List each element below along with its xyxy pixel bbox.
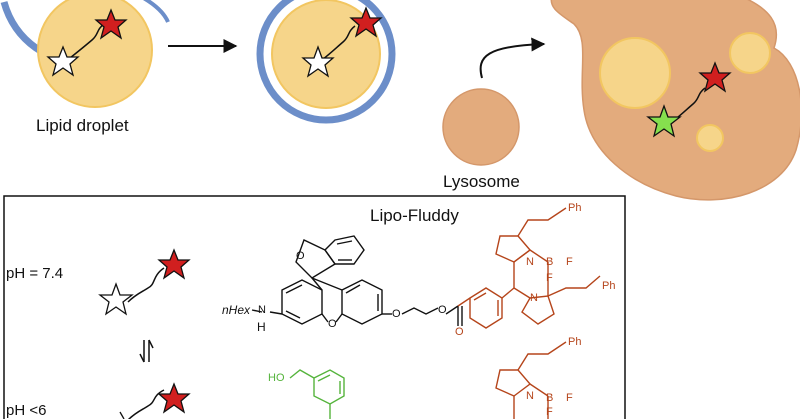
bodipy-scaffold [457,207,601,329]
ph-neutral-label: pH = 7.4 [6,265,64,282]
ph-acidic-label: pH <6 [6,402,47,419]
atom-bodipy-n1: N [526,256,534,268]
lysosome [442,88,520,166]
rhodol-scaffold [251,235,463,326]
droplet-inner-medium [729,32,771,74]
red-star-icon [94,8,128,40]
atom-xanthene-oxygen: O [328,318,337,330]
droplet-inner-small [696,124,724,152]
atom-phenyl-top: Ph [568,202,582,214]
red-star-icon [157,382,191,414]
pyrrole-top-open [495,369,532,397]
probe-linker [671,87,706,123]
atom-bodipy-f-open: F [566,392,573,404]
atom-carbonyl-oxygen: O [455,326,464,338]
white-star-icon [98,282,134,316]
lipid-droplet [37,0,153,108]
nhex-label: nHex [222,303,250,317]
probe-linker [127,267,165,303]
amine-h-label: H [257,320,266,334]
green-star-icon [646,104,682,138]
atom-bodipy-f2-open: F [546,406,553,418]
equilibrium-arrowhead-down [139,353,145,363]
membrane-ring [256,0,396,124]
red-star-icon [157,248,191,280]
nhex-text: nHex [222,303,251,317]
atom-bodipy-f2: F [546,272,553,284]
red-star-icon [698,61,732,93]
open-form-scaffold [289,341,567,419]
benzyl-alcohol-ring [313,369,345,405]
atom-bodipy-boron: B [546,256,554,268]
lactone-ring [295,239,337,279]
benzoate-ring [469,287,503,329]
white-star-icon [46,45,80,77]
atom-ester-oxygen: O [438,304,447,316]
atom-hydroxyl: HO [268,372,285,384]
atom-bodipy-n2: N [530,292,538,304]
probe-name-label: Lipo-Fluddy [370,206,459,225]
equilibrium-arrowhead-up [148,339,154,349]
probe-linker [321,25,356,61]
pyrrole-bottom [521,295,555,325]
partial-star-icon [119,411,125,419]
fusion-arrow [479,37,546,79]
atom-phenyl-right: Ph [602,280,616,292]
lipid-droplet-label: Lipid droplet [36,116,129,135]
partial-membrane-arc-top [142,0,170,23]
white-star-icon [301,45,335,78]
autolysosome [550,0,800,201]
xanthene-left-ring [281,279,323,325]
atom-amine-nitrogen: N [258,304,266,316]
xanthene-right-ring [341,279,383,325]
droplet-inner-large [599,37,671,109]
atom-ether-oxygen: O [392,308,401,320]
probe-linker [69,23,105,59]
red-star-icon [349,6,383,38]
atom-bodipy-f1: F [566,256,573,268]
pyrrole-top [495,235,532,263]
probe-linker [127,389,165,419]
atom-bodipy-n-open: N [526,390,534,402]
chemistry-panel [3,195,626,419]
lysosome-label: Lysosome [443,172,520,191]
atom-lactone-oxygen: O [296,250,305,262]
atom-phenyl-open: Ph [568,336,582,348]
atom-bodipy-boron-open: B [546,392,554,404]
